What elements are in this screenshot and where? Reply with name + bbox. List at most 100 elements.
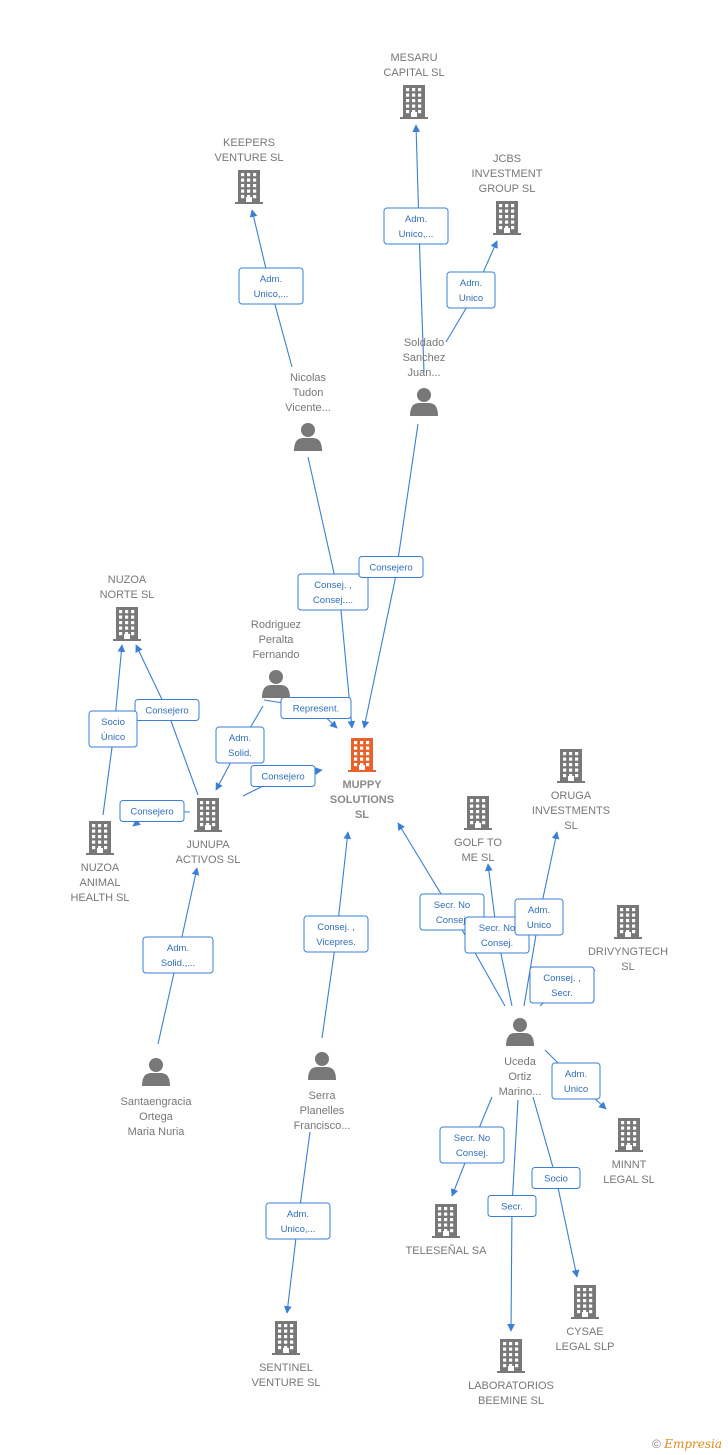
edge-label-rodriguez-junupa[interactable]: Adm.Solid.: [215, 726, 265, 764]
node-label: LABORATORIOS: [468, 1380, 554, 1392]
node-teleseñal[interactable]: TELESEÑAL SA: [406, 1204, 488, 1257]
edge-label-box: [358, 556, 424, 578]
edge-label-text: Consejero: [130, 807, 173, 818]
edge-label-text: Unico,...: [399, 229, 434, 240]
node-label: Serra: [309, 1090, 337, 1102]
edge-label-box: [265, 1202, 331, 1240]
node-label: JCBS: [493, 153, 521, 165]
edge-label-santaengracia-junupa[interactable]: Adm.Solid.,...: [142, 936, 214, 974]
person-icon: [142, 1058, 170, 1086]
edge-label-soldado-jcbs[interactable]: Adm.Unico: [446, 271, 496, 309]
node-label: LEGAL SL: [603, 1174, 655, 1186]
edge-label-serra-center[interactable]: Consej. ,Vicepres.: [303, 915, 369, 953]
node-label: SENTINEL: [259, 1362, 313, 1374]
edge-label-box: [446, 271, 496, 309]
node-label: Uceda: [504, 1056, 537, 1068]
edge-label-junupa-nuzoa_animal[interactable]: Consejero: [119, 800, 185, 822]
person-icon: [262, 670, 290, 698]
node-uceda[interactable]: UcedaOrtizMarino...: [499, 1018, 542, 1098]
edge-label-nicolas-keepers[interactable]: Adm. Unico,...: [238, 267, 304, 305]
edge-label-text: Consejero: [145, 706, 188, 717]
node-label: ME SL: [461, 852, 494, 864]
node-label: Nicolas: [290, 372, 327, 384]
node-label: Tudon: [293, 387, 324, 399]
edge-label-nicolas-center[interactable]: Consej. ,Consej....: [297, 573, 369, 611]
edge-label-text: Secr.: [551, 988, 573, 999]
person-icon: [506, 1018, 534, 1046]
edge-label-uceda-oruga[interactable]: Adm.Unico: [514, 898, 564, 936]
edge-label-text: Secr. No: [454, 1133, 490, 1144]
node-soldado[interactable]: SoldadoSanchezJuan...: [403, 337, 446, 416]
node-label: INVESTMENT: [472, 168, 543, 180]
edge-label-text: Unico: [564, 1084, 588, 1095]
edge-label-junupa-center[interactable]: Consejero: [250, 765, 316, 787]
node-nicolas[interactable]: NicolasTudonVicente...: [285, 372, 331, 451]
node-label: NORTE SL: [100, 589, 155, 601]
edge-label-serra-sentinel[interactable]: Adm.Unico,...: [265, 1202, 331, 1240]
edge-label-uceda-teleseñal[interactable]: Secr. No Consej.: [439, 1126, 505, 1164]
edge-label-text: Consej. ,: [317, 922, 355, 933]
edge-label-text: Unico,...: [281, 1224, 316, 1235]
edge-label-text: Adm.: [565, 1069, 587, 1080]
edge-label-text: Consejero: [369, 563, 412, 574]
edge-label-text: Unico: [527, 920, 551, 931]
edge-label-uceda-drivyng[interactable]: Consej. ,Secr.: [529, 966, 595, 1004]
edge-label-soldado-mesaru[interactable]: Adm.Unico,...: [383, 207, 449, 245]
node-label: SL: [355, 809, 369, 821]
edge-label-uceda-cysae[interactable]: Socio: [531, 1167, 581, 1189]
building-icon: [615, 1118, 643, 1152]
edge-label-text: Consej.: [456, 1148, 488, 1159]
edge-label-rodriguez-center[interactable]: Represent.: [280, 697, 352, 719]
edge-label-box: [119, 800, 185, 822]
building-icon: [194, 798, 222, 832]
node-serra[interactable]: SerraPlanellesFrancisco...: [294, 1052, 351, 1132]
node-label: LEGAL SLP: [556, 1341, 615, 1353]
building-icon: [432, 1204, 460, 1238]
edge-label-text: Unico,...: [254, 289, 289, 300]
node-label: MUPPY: [342, 779, 382, 791]
edge-label-uceda-laboratorios[interactable]: Secr.: [487, 1195, 537, 1217]
building-icon: [113, 607, 141, 641]
edge-label-text: Adm.: [229, 733, 251, 744]
edge-line-soldado-center: [361, 423, 419, 729]
building-icon: [493, 201, 521, 235]
edge-label-box: [551, 1062, 601, 1100]
edge-label-uceda-minnt[interactable]: Adm. Unico: [551, 1062, 601, 1100]
edge-label-box: [514, 898, 564, 936]
edge-label-junupa-nuzoa_norte[interactable]: Consejero: [134, 699, 200, 721]
node-label: Francisco...: [294, 1120, 351, 1132]
edge-label-text: Consej.: [436, 915, 468, 926]
node-label: Ortiz: [508, 1071, 531, 1083]
building-icon: [557, 749, 585, 783]
edge-label-text: Único: [101, 732, 125, 743]
edge-line-soldado-mesaru: [412, 124, 425, 373]
building-icon: [464, 796, 492, 830]
edges-layer: [102, 124, 607, 1332]
empresia-brand: © Empresia: [652, 1437, 722, 1451]
edge-label-soldado-center[interactable]: Consejero: [358, 556, 424, 578]
edge-label-box: [531, 1167, 581, 1189]
node-label: MESARU: [390, 52, 437, 64]
edge-labels-layer: Adm.Unico,...Adm.UnicoAdm.Unico,...Conse…: [88, 207, 601, 1240]
edge-label-text: Adm.: [260, 274, 282, 285]
